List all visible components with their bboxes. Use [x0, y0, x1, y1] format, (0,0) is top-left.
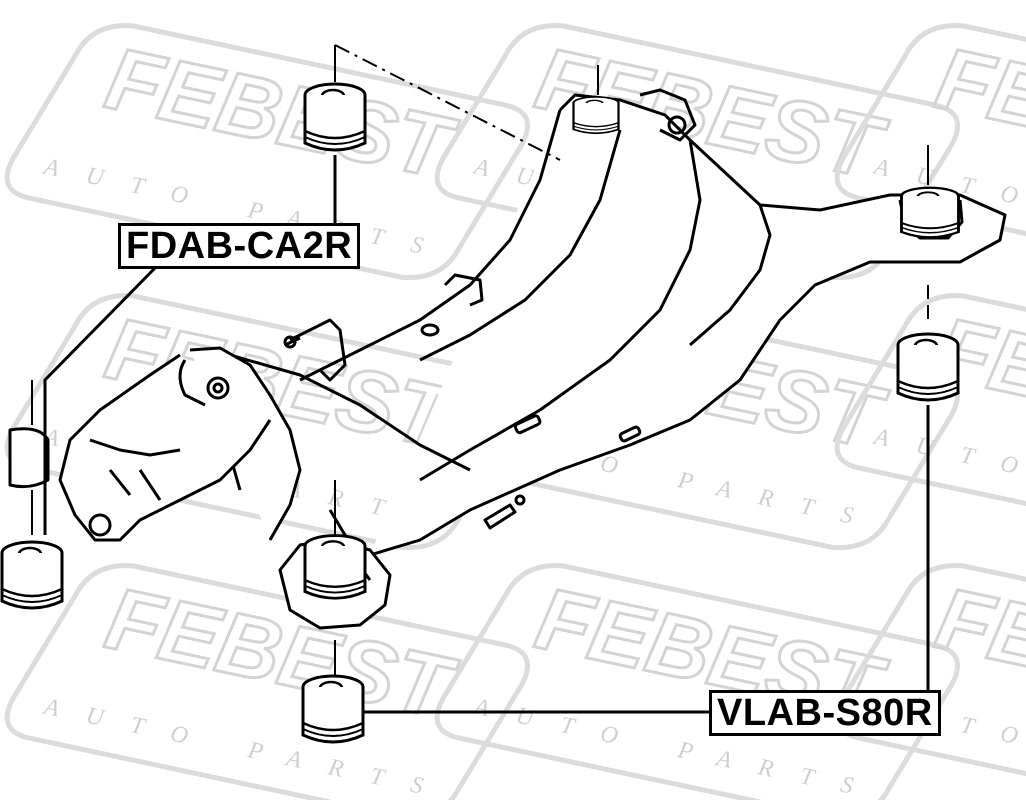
callout-lines	[43, 155, 930, 714]
bushing-fdab-top	[303, 82, 367, 152]
part-number-label-vlab: VLAB-S80R	[709, 690, 941, 736]
bushing-vlab-right	[896, 332, 960, 402]
frame-mount-rear-left	[572, 95, 620, 135]
center-lines	[31, 44, 929, 680]
frame-mount-rear-right	[900, 186, 960, 239]
subframe-drawing	[8, 88, 1007, 630]
part-number-label-fdab: FDAB-CA2R	[118, 223, 361, 269]
bushing-fdab-left	[0, 540, 64, 610]
frame-mount-front-right	[303, 534, 367, 600]
bushing-vlab-bottom	[301, 674, 365, 744]
